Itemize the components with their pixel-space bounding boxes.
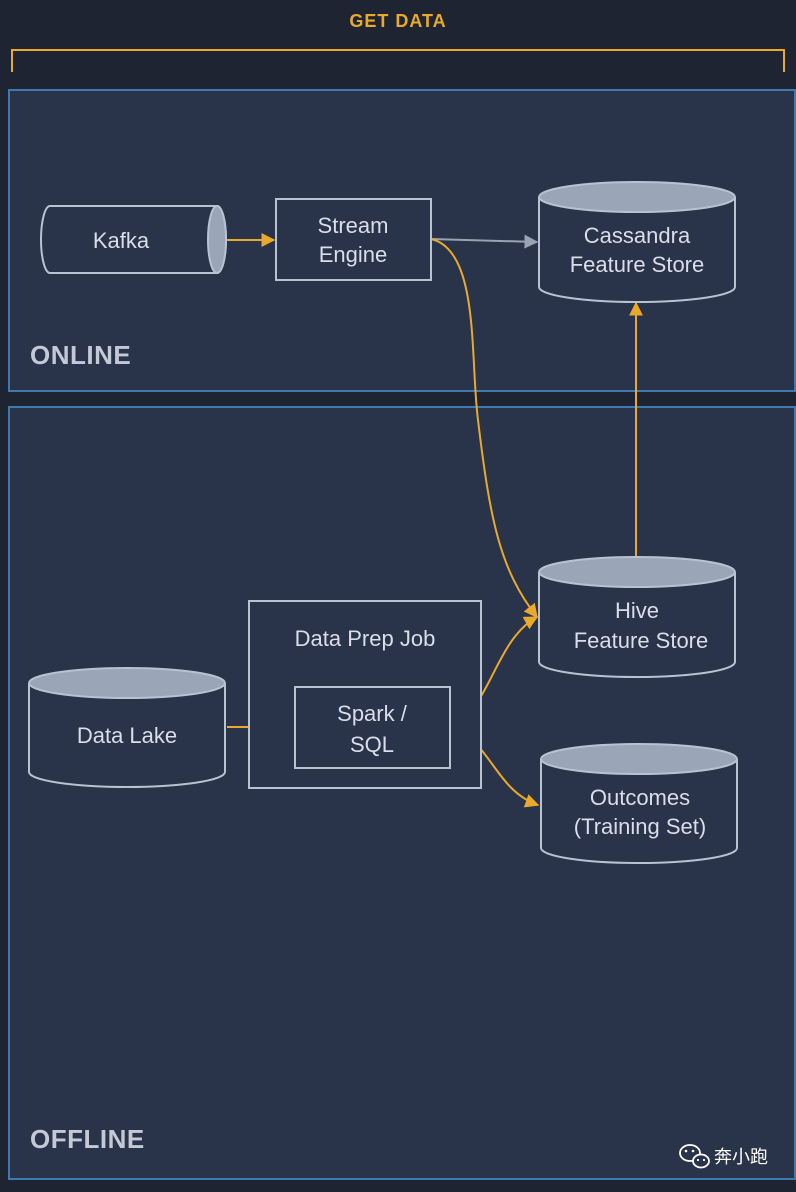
stream-engine-label-line1: Stream	[318, 213, 389, 238]
get-data-title: GET DATA	[349, 11, 446, 31]
data-lake-label: Data Lake	[77, 723, 177, 748]
online-label: ONLINE	[30, 340, 131, 370]
hive-cylinder-top	[538, 556, 736, 588]
data-prep-job-label: Data Prep Job	[295, 626, 436, 651]
spark-sql-label-line2: SQL	[350, 732, 394, 757]
arrow-stream-to-hive	[430, 238, 538, 619]
kafka-label: Kafka	[93, 228, 150, 253]
outcomes-cylinder-top	[540, 743, 738, 775]
stream-engine-box	[275, 198, 432, 281]
data-lake-node: Data Lake	[28, 667, 226, 788]
cassandra-cylinder-body	[538, 197, 736, 303]
spark-sql-label-line1: Spark /	[337, 701, 408, 726]
stream-engine-node: Stream Engine	[275, 198, 432, 281]
get-data-bracket	[11, 49, 785, 72]
offline-label: OFFLINE	[30, 1124, 145, 1154]
outcomes-cylinder-body	[540, 759, 738, 864]
stream-engine-label-line2: Engine	[319, 242, 388, 267]
arrow-stream-to-cassandra	[430, 234, 539, 249]
kafka-cylinder-cap	[207, 205, 227, 274]
cassandra-label-line2: Feature Store	[570, 252, 705, 277]
hive-cylinder-body	[538, 572, 736, 678]
outcomes-training-set-node: Outcomes (Training Set)	[540, 743, 738, 864]
hive-feature-store-node: Hive Feature Store	[538, 556, 736, 678]
spark-sql-box	[294, 686, 451, 769]
outcomes-label-line1: Outcomes	[590, 785, 690, 810]
watermark: 奔小跑	[679, 1144, 768, 1169]
data-lake-cylinder-body	[28, 683, 226, 788]
cassandra-label-line1: Cassandra	[584, 223, 691, 248]
kafka-node: Kafka	[40, 205, 227, 274]
outcomes-label-line2: (Training Set)	[574, 814, 706, 839]
hive-label-line1: Hive	[615, 598, 659, 623]
watermark-text: 奔小跑	[714, 1147, 768, 1167]
data-lake-cylinder-top	[28, 667, 226, 699]
cassandra-cylinder-top	[538, 181, 736, 213]
hive-label-line2: Feature Store	[574, 628, 709, 653]
wechat-icon	[679, 1144, 710, 1169]
data-prep-job-node: Data Prep Job Spark / SQL	[248, 600, 482, 789]
cassandra-feature-store-node: Cassandra Feature Store	[538, 181, 736, 303]
